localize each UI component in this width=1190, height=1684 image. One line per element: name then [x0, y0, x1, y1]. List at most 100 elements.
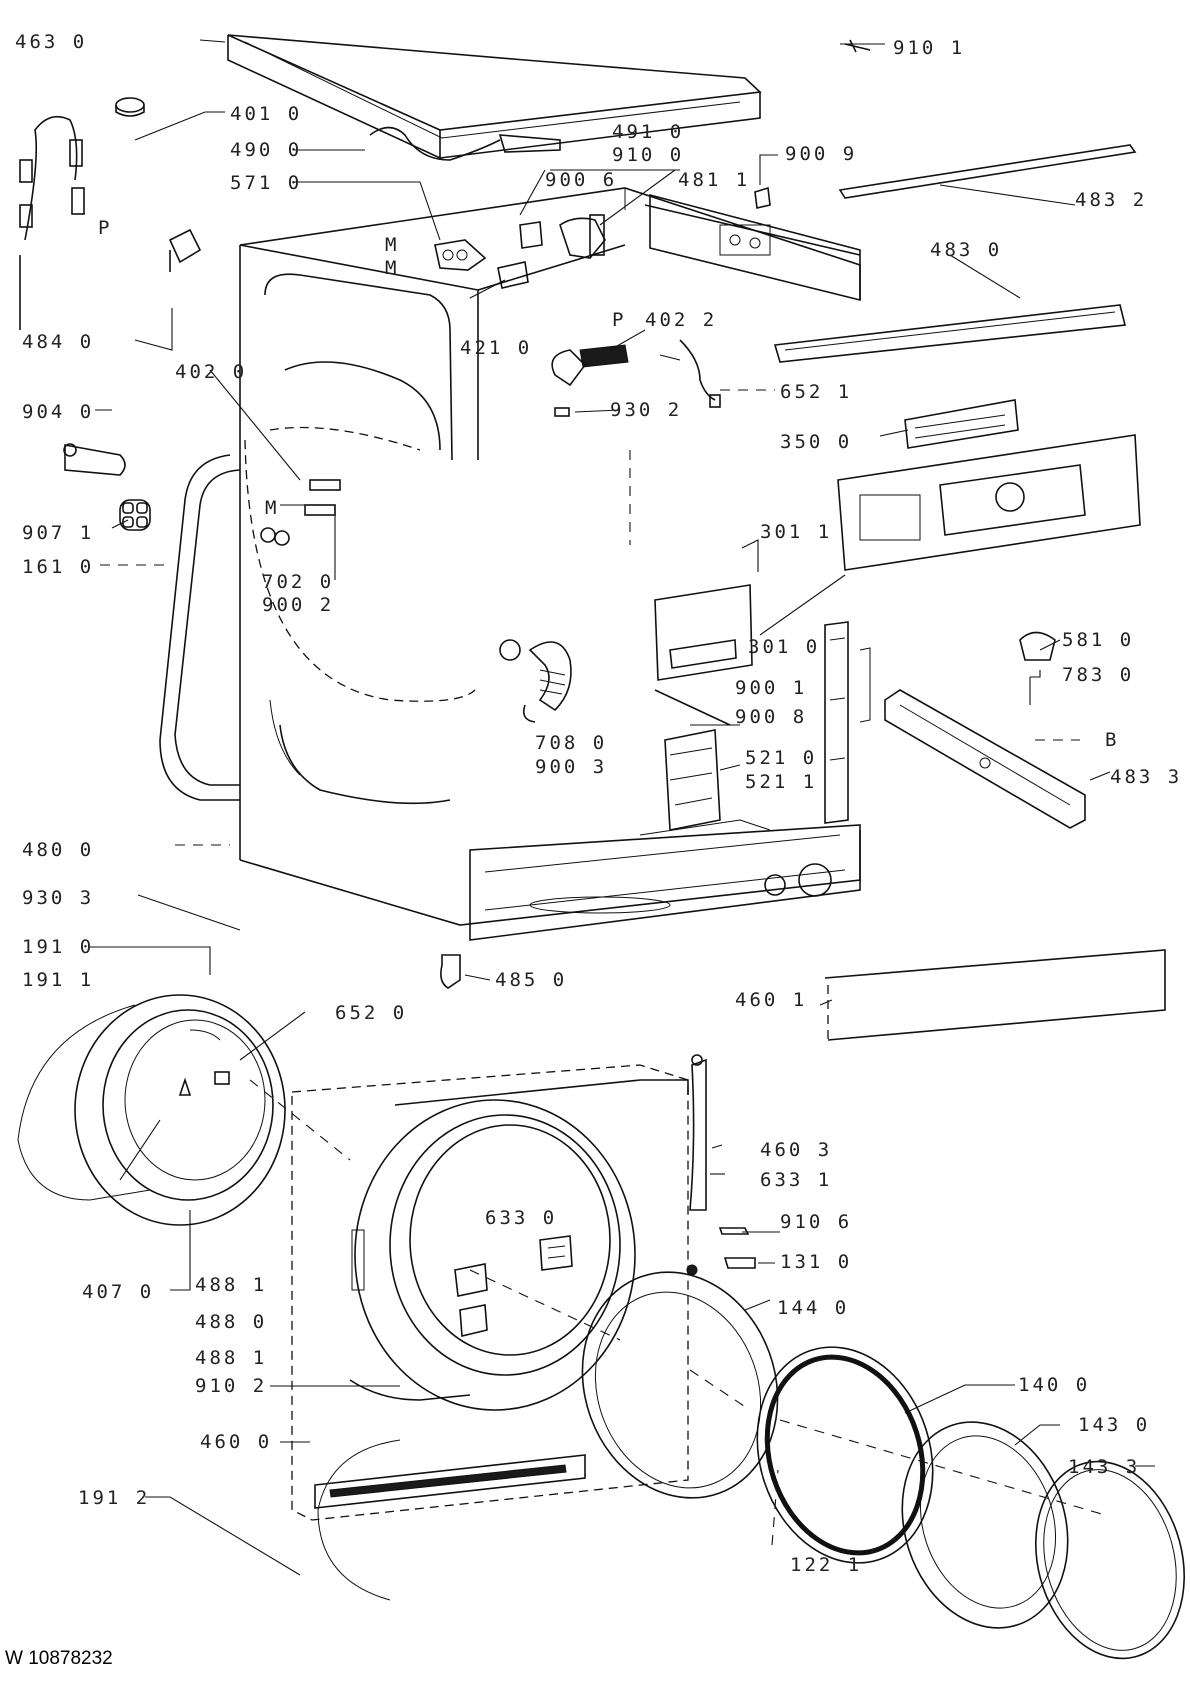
label-488-0: 488 0: [195, 1311, 268, 1333]
hose-connector-4811: [559, 214, 606, 259]
label-122-1: 122 1: [790, 1554, 863, 1576]
label-652-0: 652 0: [335, 1002, 408, 1024]
rear-panel: [649, 193, 861, 302]
hose-7080: [499, 639, 572, 723]
label-460-3: 460 3: [760, 1139, 833, 1161]
label-581-0: 581 0: [1062, 629, 1135, 651]
screw-9106: [718, 1227, 750, 1235]
letter-b: B: [1105, 729, 1120, 751]
label-910-2: 910 2: [195, 1375, 268, 1397]
label-140-0: 140 0: [1018, 1374, 1091, 1396]
label-488-1b: 488 1: [195, 1347, 268, 1369]
label-930-2: 930 2: [610, 399, 683, 421]
letter-p-mid: P: [612, 309, 627, 331]
door-gasket-1910: [17, 994, 286, 1226]
label-301-0: 301 0: [748, 636, 821, 658]
label-463-0: 463 0: [15, 31, 88, 53]
sensor-wire-6521: [679, 339, 721, 408]
label-633-0: 633 0: [485, 1207, 558, 1229]
label-907-1: 907 1: [22, 522, 95, 544]
label-900-2: 900 2: [262, 594, 335, 616]
label-485-0: 485 0: [495, 969, 568, 991]
front-panel-4600: [291, 1064, 689, 1521]
label-161-0: 161 0: [22, 556, 95, 578]
label-521-0: 521 0: [745, 747, 818, 769]
label-484-0: 484 0: [22, 331, 95, 353]
label-900-3: 900 3: [535, 756, 608, 778]
filter-9040: [63, 443, 126, 476]
clip-910-1: [844, 39, 871, 53]
drawing-code: W 10878232: [5, 1648, 113, 1669]
clip-9302: [554, 407, 570, 417]
interference-filter-421: [497, 261, 529, 289]
gasket-1912: [317, 1439, 401, 1601]
module-5210: [664, 729, 721, 831]
cabinet-body: [239, 187, 861, 941]
label-904-0: 904 0: [22, 401, 95, 423]
label-350-0: 350 0: [780, 431, 853, 453]
label-407-0: 407 0: [82, 1281, 155, 1303]
hinge-1310: [723, 1257, 756, 1269]
cable-tie-9008: [654, 689, 731, 726]
rail-4832: [838, 144, 1137, 199]
label-402-2: 402 2: [645, 309, 718, 331]
label-191-0: 191 0: [22, 936, 95, 958]
top-lid: [227, 34, 762, 160]
gasket-hose-1610: [159, 454, 241, 801]
pressure-switch-5810: [1019, 631, 1056, 661]
control-panel-3011: [837, 434, 1141, 571]
label-143-0: 143 0: [1078, 1414, 1151, 1436]
label-708-0: 708 0: [535, 732, 608, 754]
door-lock-6330: [539, 1235, 573, 1271]
label-652-1: 652 1: [780, 381, 853, 403]
label-460-1: 460 1: [735, 989, 808, 1011]
door-glass-1430: [901, 1421, 1069, 1629]
label-930-3: 930 3: [22, 887, 95, 909]
label-910-1: 910 1: [893, 37, 966, 59]
label-460-0: 460 0: [200, 1431, 273, 1453]
clip-9009: [754, 186, 771, 209]
kickplate-4601: [824, 949, 1166, 1041]
door-frame-1400: [756, 1346, 934, 1564]
label-401-0: 401 0: [230, 103, 303, 125]
label-633-1: 633 1: [760, 1169, 833, 1191]
letter-m-1: M: [385, 234, 400, 256]
pcb-3500: [904, 399, 1019, 449]
pressure-hose-4022: [551, 344, 629, 387]
label-488-1a: 488 1: [195, 1274, 268, 1296]
label-702-0: 702 0: [262, 571, 335, 593]
bracket-left: [168, 228, 202, 272]
label-483-0: 483 0: [930, 239, 1003, 261]
bracket-9006: [519, 221, 543, 249]
rail-4830: [773, 304, 1126, 363]
label-483-2: 483 2: [1075, 189, 1148, 211]
hinges-488: [454, 1263, 488, 1337]
label-910-0: 910 0: [612, 144, 685, 166]
label-900-1: 900 1: [735, 677, 808, 699]
label-131-0: 131 0: [780, 1251, 853, 1273]
label-900-6: 900 6: [545, 169, 618, 191]
label-521-1: 521 1: [745, 771, 818, 793]
label-481-1: 481 1: [678, 169, 751, 191]
label-143-3: 143 3: [1068, 1456, 1141, 1478]
rail-4833: [884, 689, 1086, 829]
feet-9071: [119, 499, 151, 531]
label-301-1: 301 1: [760, 521, 833, 543]
cable-490: [369, 126, 561, 161]
label-421-0: 421 0: [460, 337, 533, 359]
wire-6331: [686, 1054, 707, 1276]
dispenser-drawer-3010: [654, 584, 753, 681]
foot-4850: [440, 954, 461, 989]
letter-m-2: M: [385, 257, 400, 279]
letter-p-left: P: [98, 217, 113, 239]
leader-lines: [90, 39, 1155, 1576]
cap-part: [115, 97, 145, 117]
label-900-8: 900 8: [735, 706, 808, 728]
springs-hoses: [19, 115, 85, 330]
label-483-3: 483 3: [1110, 766, 1183, 788]
door-ring-1440: [581, 1271, 779, 1499]
label-402-0: 402 0: [175, 361, 248, 383]
label-900-9: 900 9: [785, 143, 858, 165]
label-571-0: 571 0: [230, 172, 303, 194]
